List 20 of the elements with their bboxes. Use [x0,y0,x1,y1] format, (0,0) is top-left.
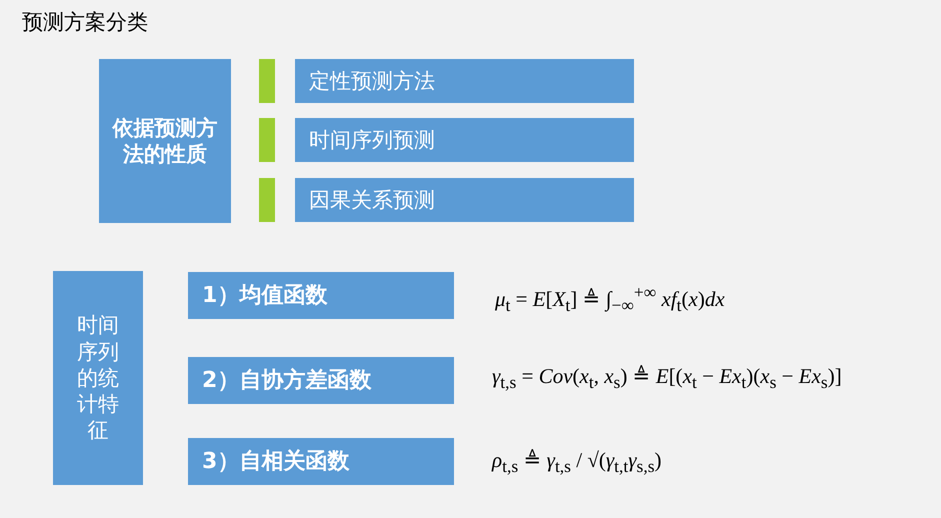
box-text: 1）均值函数 [202,282,328,310]
category-box [53,271,143,485]
item-bar [295,178,634,222]
formula: μ$_{t}$ = E[X$_{t}$] ≜ ∫$_{−∞}$$^{+∞}$ xf$_{t}$(x)dx [495,282,725,316]
box-text: 因果关系预测 [309,186,435,214]
box-text: 时间序列预测 [309,126,435,154]
item-bar [295,118,634,162]
item-bar [188,272,454,319]
box-text: 3）自相关函数 [202,448,350,476]
box-text: 定性预测方法 [309,68,435,94]
box-text: 时间序列的统计特征 [76,312,120,444]
slide-title: 预测方案分类 [22,9,148,36]
item-bar [188,357,454,404]
formula: γ$_{t,s}$ = Cov(x$_{t}$, x$_{s}$) ≜ E[(x$_{t}$ − Ex$_{t}$)(x$_{s}$ − Ex$_{s}$)] [492,364,842,394]
formula: ρ$_{t,s}$ ≜ γ$_{t,s}$ / √(γ$_{t,t}$γ$_{s,s}$) [492,448,662,478]
item-bar [295,59,634,103]
item-bar [188,438,454,485]
box-text: 2）自协方差函数 [202,366,372,394]
category-box [99,59,231,223]
box-text: 依据预测方法的性质 [111,114,218,168]
